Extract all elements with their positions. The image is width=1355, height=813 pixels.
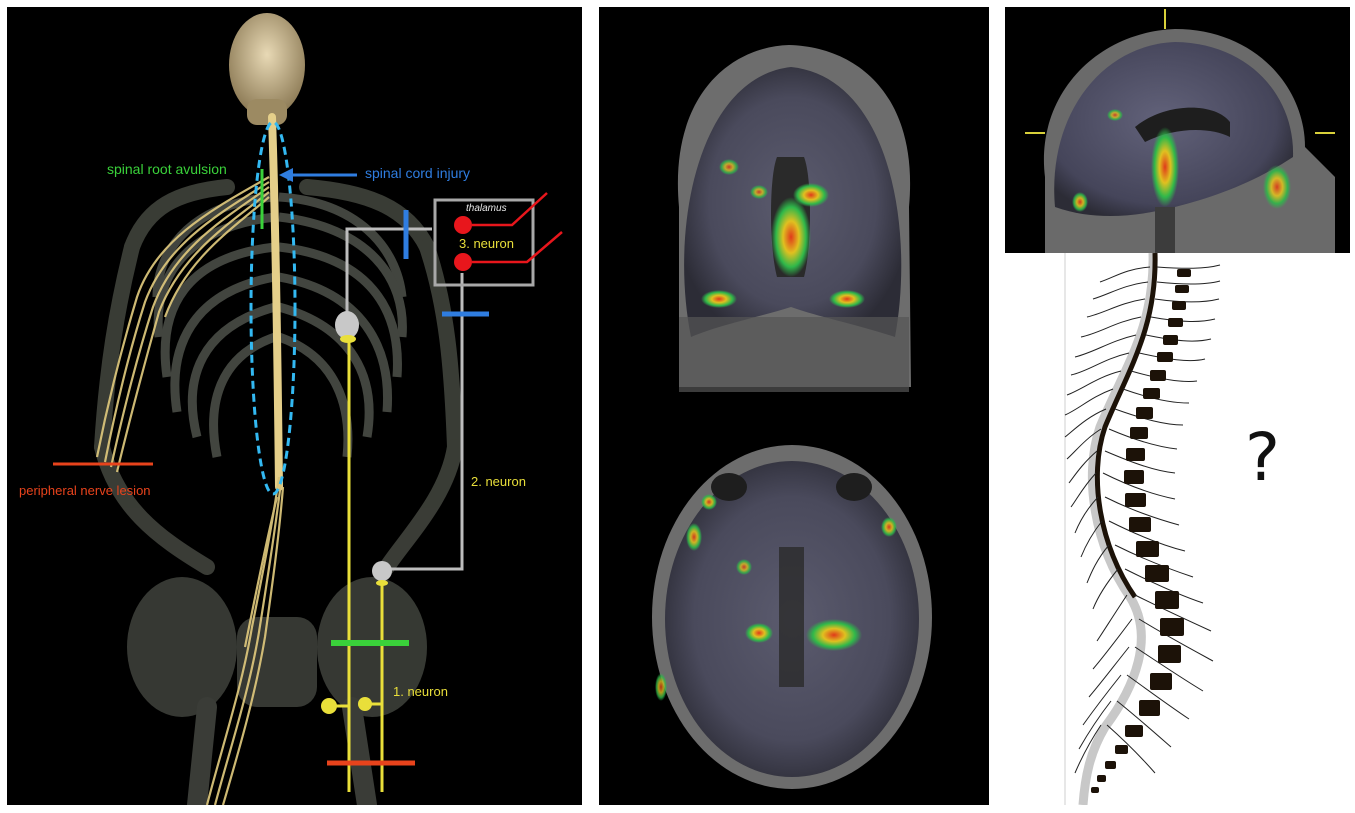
- label-peripheral-nerve-lesion: peripheral nerve lesion: [19, 483, 151, 498]
- spinal-cord: [272, 117, 279, 487]
- first-neuron-terminal-upper: [340, 335, 356, 343]
- brain-mri-panel: [599, 7, 989, 805]
- sagittal-spine-panel: ?: [1005, 7, 1350, 805]
- label-first-neuron: 1. neuron: [393, 684, 448, 699]
- spine-illustration: [1005, 7, 1350, 805]
- skeleton-pathway-panel: spinal root avulsion spinal cord injury …: [7, 7, 582, 805]
- label-thalamus: thalamus: [466, 203, 507, 214]
- skeleton-diagram: [7, 7, 582, 805]
- first-neuron-soma-left: [321, 698, 337, 714]
- thalamic-neuron-lower: [454, 253, 472, 271]
- first-neuron-terminal-lower: [376, 580, 388, 586]
- label-spinal-cord-injury: spinal cord injury: [365, 165, 470, 181]
- label-third-neuron: 3. neuron: [459, 236, 514, 251]
- question-mark: ?: [1245, 419, 1280, 496]
- label-second-neuron: 2. neuron: [471, 474, 526, 489]
- first-neuron-soma-right: [358, 697, 372, 711]
- axial-mri: [652, 445, 932, 789]
- jaw: [247, 99, 287, 125]
- second-neuron-body-upper: [335, 311, 359, 339]
- label-spinal-root-avulsion: spinal root avulsion: [107, 161, 227, 177]
- coronal-mri: [678, 45, 911, 392]
- second-neuron-body-lower: [372, 561, 392, 581]
- leg-bones: [197, 707, 367, 805]
- brain-scans: [599, 7, 989, 805]
- thalamic-neuron-upper: [454, 216, 472, 234]
- cord-injury-arrow-head: [279, 168, 293, 182]
